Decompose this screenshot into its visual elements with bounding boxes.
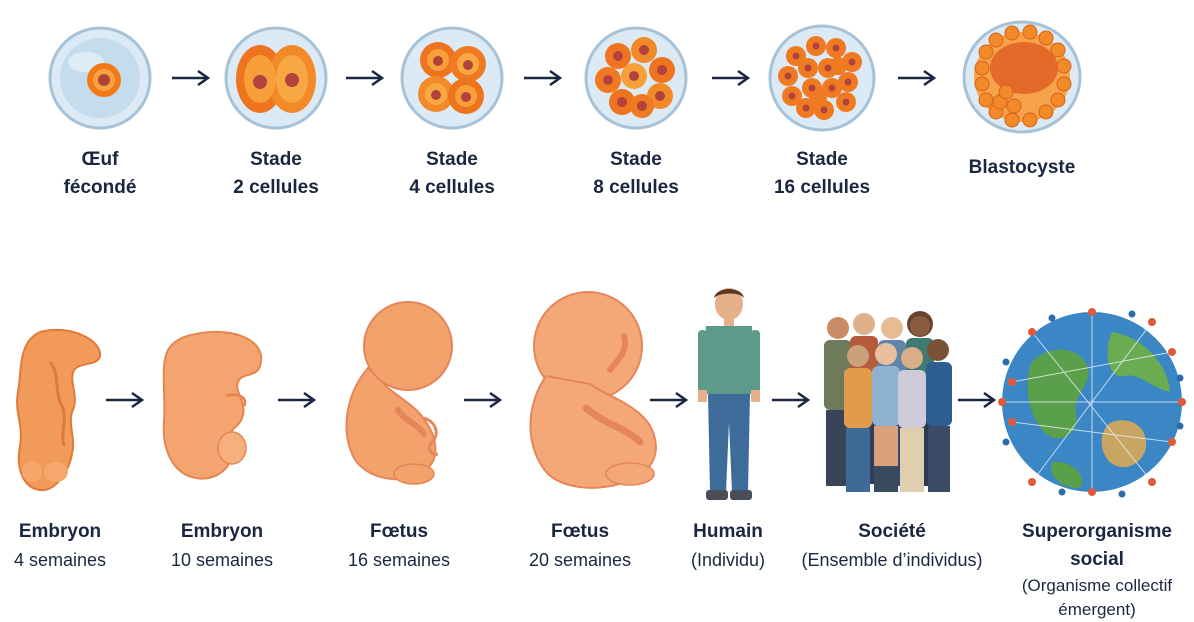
- arrow-right-icon: [104, 390, 146, 410]
- arrow-right-icon: [522, 68, 564, 88]
- stage-label-line2: 16 cellules: [760, 174, 884, 202]
- stage-label-line2: fécondé: [40, 174, 160, 202]
- four-cell-illustration: [398, 24, 506, 132]
- stage-title: Fœtus: [334, 518, 464, 546]
- stage-subtitle: (Individu): [676, 546, 780, 574]
- stage-label-line1: Stade: [760, 146, 884, 174]
- fetus-20-weeks-illustration: [516, 288, 668, 494]
- stage-title: Humain: [676, 518, 780, 546]
- arrow-right-icon: [648, 390, 690, 410]
- stage-title: Fœtus: [516, 518, 644, 546]
- stage-title: Embryon: [160, 518, 284, 546]
- two-cell-illustration: [222, 24, 330, 132]
- stage-label-line1: Blastocyste: [954, 154, 1090, 182]
- stage-label-line1: Stade: [392, 146, 512, 174]
- stage-8-cells: [572, 24, 700, 132]
- arrow-right-icon: [710, 68, 752, 88]
- stage-title: Superorganisme: [1004, 518, 1190, 546]
- stage-subtitle: 20 semaines: [516, 546, 644, 574]
- stage-fertilized-egg: [40, 24, 160, 132]
- stage-label-line1: Œuf: [40, 146, 160, 174]
- stage-title: Embryon: [0, 518, 120, 546]
- society-group-illustration: [808, 306, 958, 500]
- stage-subtitle: 10 semaines: [160, 546, 284, 574]
- stage-blastocyst: [954, 18, 1090, 136]
- arrow-right-icon: [770, 390, 812, 410]
- stage-title: Société: [792, 518, 992, 546]
- stage-subtitle-line2: émergent): [1004, 598, 1190, 622]
- stage-label-line1: Stade: [572, 146, 700, 174]
- stage-subtitle: (Ensemble d’individus): [792, 546, 992, 574]
- sixteen-cell-illustration: [766, 22, 878, 134]
- fertilized-egg-illustration: [46, 24, 154, 132]
- embryo-10-weeks-illustration: [156, 326, 272, 486]
- stage-2-cells: [216, 24, 336, 132]
- social-superorganism-globe-illustration: [992, 292, 1192, 508]
- stage-subtitle: (Organisme collectif: [1004, 574, 1190, 598]
- arrow-right-icon: [170, 68, 212, 88]
- arrow-right-icon: [462, 390, 504, 410]
- stage-title-line2: social: [1004, 546, 1190, 574]
- stage-label-line1: Stade: [216, 146, 336, 174]
- blastocyst-illustration: [960, 18, 1084, 136]
- embryo-4-weeks-illustration: [10, 322, 106, 502]
- arrow-right-icon: [276, 390, 318, 410]
- arrow-right-icon: [956, 390, 998, 410]
- stage-label-line2: 4 cellules: [392, 174, 512, 202]
- stage-label-line2: 8 cellules: [572, 174, 700, 202]
- stage-subtitle: 4 semaines: [0, 546, 120, 574]
- stage-label-line2: 2 cellules: [216, 174, 336, 202]
- stage-4-cells: [392, 24, 512, 132]
- arrow-right-icon: [344, 68, 386, 88]
- stage-subtitle: 16 semaines: [334, 546, 464, 574]
- fetus-16-weeks-illustration: [328, 298, 460, 492]
- human-individual-illustration: [696, 282, 762, 504]
- stage-16-cells: [760, 22, 884, 134]
- eight-cell-illustration: [582, 24, 690, 132]
- arrow-right-icon: [896, 68, 938, 88]
